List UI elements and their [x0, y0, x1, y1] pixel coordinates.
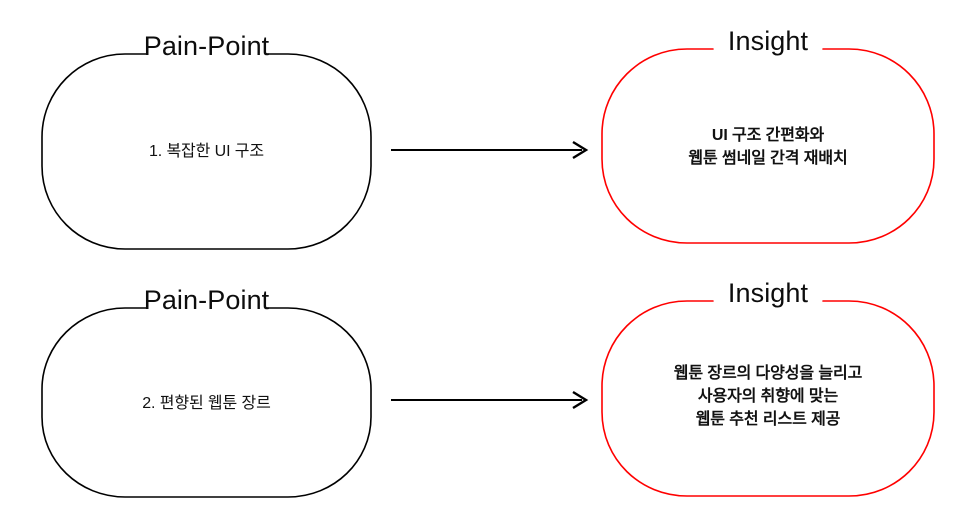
insight-body-1: UI 구조 간편화와 웹툰 썸네일 간격 재배치 — [688, 127, 848, 167]
insight-node-2[interactable]: Insight 웹툰 장르의 다양성을 늘리고 사용자의 취향에 맞는 웹툰 추… — [601, 280, 935, 497]
arrow-1 — [391, 140, 589, 160]
arrow-2 — [391, 390, 589, 410]
pain-point-legend-1: Pain-Point — [143, 31, 270, 61]
pain-point-body-2: 2. 편향된 웹툰 장르 — [142, 395, 271, 412]
pain-point-node-2[interactable]: Pain-Point 2. 편향된 웹툰 장르 — [41, 287, 372, 498]
insight-outline-1 — [601, 48, 935, 244]
insight-legend-1: Insight — [727, 26, 809, 56]
pain-point-outline-1 — [41, 53, 372, 250]
pain-point-legend-2: Pain-Point — [143, 285, 270, 315]
pain-point-body-1: 1. 복잡한 UI 구조 — [148, 143, 265, 160]
pain-point-outline-2 — [41, 307, 372, 498]
insight-legend-2: Insight — [727, 278, 809, 308]
insight-outline-2 — [601, 300, 935, 497]
pain-point-node-1[interactable]: Pain-Point 1. 복잡한 UI 구조 — [41, 33, 372, 250]
insight-node-1[interactable]: Insight UI 구조 간편화와 웹툰 썸네일 간격 재배치 — [601, 28, 935, 244]
insight-body-2: 웹툰 장르의 다양성을 늘리고 사용자의 취향에 맞는 웹툰 추천 리스트 제공 — [673, 365, 863, 428]
